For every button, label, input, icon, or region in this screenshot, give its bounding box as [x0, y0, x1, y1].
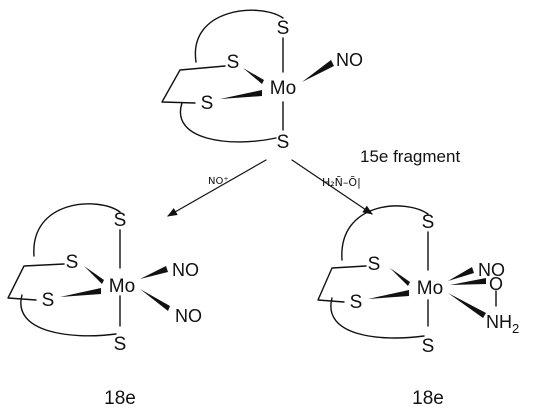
right-s-bottom: S: [422, 336, 435, 357]
right-wedge-no: [448, 267, 474, 281]
top-no: NO: [336, 50, 363, 70]
right-nh2-subscript: 2: [512, 321, 519, 336]
left-no-lower: NO: [175, 306, 202, 326]
right-o: O: [489, 274, 503, 294]
right-lower-arc: [330, 297, 425, 339]
left-wedge-s-upper: [84, 266, 104, 284]
left-ethylene-bridge: [7, 263, 65, 301]
top-metal: Mo: [270, 78, 296, 99]
right-nh2-n: NH: [486, 312, 512, 332]
fragment-label: 15e fragment: [360, 147, 460, 166]
right-no: NO: [478, 260, 505, 280]
right-s-top: S: [422, 212, 435, 233]
reagent-left: NO⁺: [208, 176, 229, 187]
left-wedge-no-lower: [140, 289, 170, 311]
right-s-left-lower: S: [350, 292, 363, 313]
top-ethylene-bridge: [161, 65, 226, 104]
left-electron-count: 18e: [104, 388, 136, 408]
right-metal: Mo: [417, 278, 443, 299]
reagent-right: H₂N̄–Ō|: [322, 176, 361, 189]
top-s-left-lower: S: [201, 93, 214, 114]
right-ethylene-bridge: [317, 265, 367, 303]
left-wedge-s-lower: [60, 288, 101, 297]
right-wedge-s-lower: [368, 290, 409, 299]
top-lower-arc: [179, 102, 277, 143]
left-s-left-upper: S: [66, 252, 79, 273]
left-upper-arc: [33, 203, 121, 257]
right-product: S S S Mo S NO O NH2 18e: [317, 205, 519, 408]
top-wedge-s-upper: [243, 68, 264, 84]
left-s-bottom: S: [114, 334, 127, 355]
top-s-bottom: S: [277, 132, 290, 153]
right-electron-count: 18e: [412, 388, 444, 408]
right-wedge-n: [448, 293, 486, 318]
top-s-top: S: [277, 18, 290, 39]
left-wedge-no-upper: [140, 266, 168, 279]
left-s-left-lower: S: [42, 290, 55, 311]
top-wedge-no: [302, 60, 334, 82]
right-s-left-upper: S: [368, 254, 381, 275]
left-metal: Mo: [109, 276, 135, 297]
arrow-to-right-product: [291, 159, 373, 215]
left-no-upper: NO: [172, 260, 199, 280]
top-wedge-s-lower: [220, 90, 262, 99]
left-s-top: S: [114, 210, 127, 231]
right-nh2: NH2: [486, 312, 519, 336]
right-wedge-s-upper: [390, 268, 410, 286]
left-product: S S S Mo S NO NO 18e: [7, 203, 202, 408]
right-wedge-o: [450, 278, 486, 285]
right-upper-arc: [341, 205, 429, 261]
arrow-to-left-product: [167, 159, 267, 217]
left-lower-arc: [20, 294, 117, 337]
top-upper-arc: [194, 9, 284, 63]
top-complex: S S S Mo S NO: [161, 9, 363, 153]
top-s-left-upper: S: [227, 52, 240, 73]
